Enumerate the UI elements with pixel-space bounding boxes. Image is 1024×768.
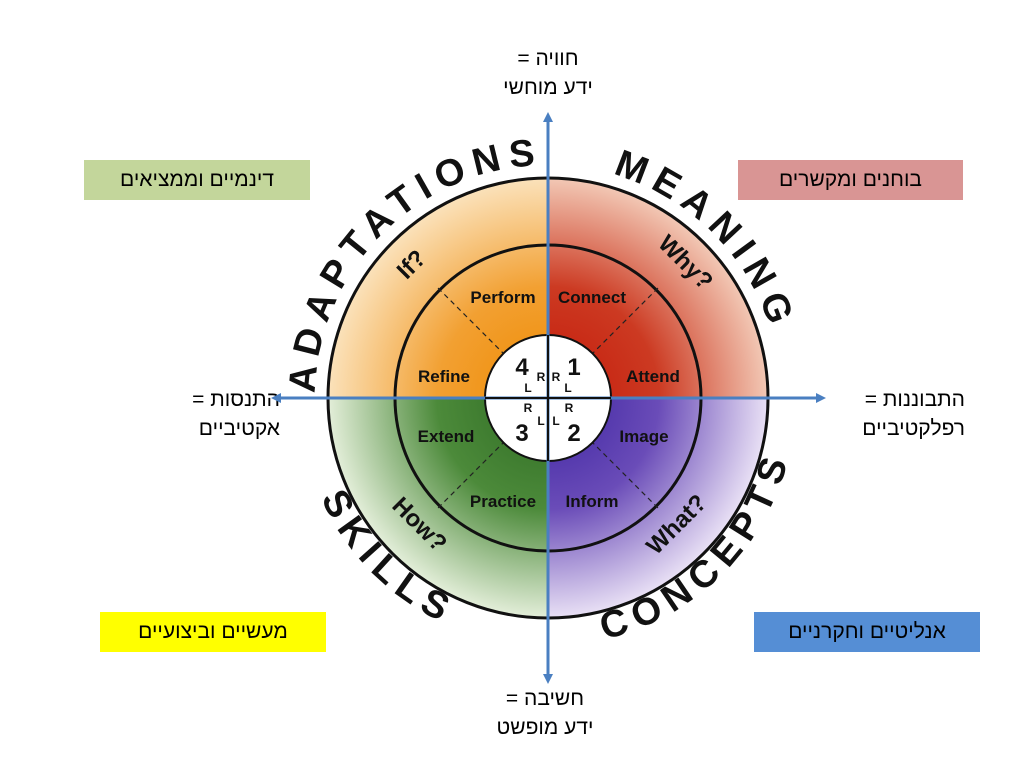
axis-label-top-line1: חוויה = (517, 47, 579, 70)
corner-box-bottom-left: מעשיים וביצועיים (100, 612, 326, 652)
center-q2-l: L (552, 414, 559, 428)
center-q1-l: L (564, 381, 571, 395)
axis-label-right: התבוננות = רפלקטיביים (800, 385, 965, 443)
center-q2-r: R (565, 401, 574, 415)
corner-box-top-left: דינמיים וממציאים (84, 160, 310, 200)
axis-label-left: התנסות = אקטיביים (120, 385, 280, 443)
center-q3-r: R (524, 401, 533, 415)
corner-box-top-right: בוחנים ומקשרים (738, 160, 963, 200)
step-refine: Refine (418, 367, 470, 386)
axis-label-bottom: חשיבה = ידע מופשט (445, 684, 645, 742)
axis-label-right-line1: התבוננות = (864, 388, 965, 411)
step-attend: Attend (626, 367, 680, 386)
quadrant-concepts (548, 398, 768, 618)
corner-box-bottom-right: אנליטיים וחקרניים (754, 612, 980, 652)
axis-label-bottom-line1: חשיבה = (505, 687, 585, 710)
center-num-2: 2 (567, 420, 580, 447)
axis-label-right-line2: רפלקטיביים (862, 417, 965, 440)
step-perform: Perform (470, 288, 535, 307)
quadrant-skills (328, 398, 548, 618)
step-inform: Inform (566, 492, 619, 511)
center-q4-l: L (524, 381, 531, 395)
axis-label-top: חוויה = ידע מוחשי (448, 44, 648, 102)
step-image: Image (619, 427, 668, 446)
step-extend: Extend (418, 427, 475, 446)
center-num-4: 4 (515, 354, 529, 381)
axis-label-bottom-line2: ידע מופשט (496, 716, 594, 739)
axis-label-left-line1: התנסות = (192, 388, 280, 411)
step-practice: Practice (470, 492, 536, 511)
center-q3-l: L (537, 414, 544, 428)
center-num-3: 3 (515, 420, 528, 447)
center-num-1: 1 (567, 354, 580, 381)
center-q1-r: R (552, 370, 561, 384)
axis-label-top-line2: ידע מוחשי (503, 76, 593, 99)
step-connect: Connect (558, 288, 626, 307)
axis-label-left-line2: אקטיביים (198, 417, 280, 440)
center-q4-r: R (537, 370, 546, 384)
